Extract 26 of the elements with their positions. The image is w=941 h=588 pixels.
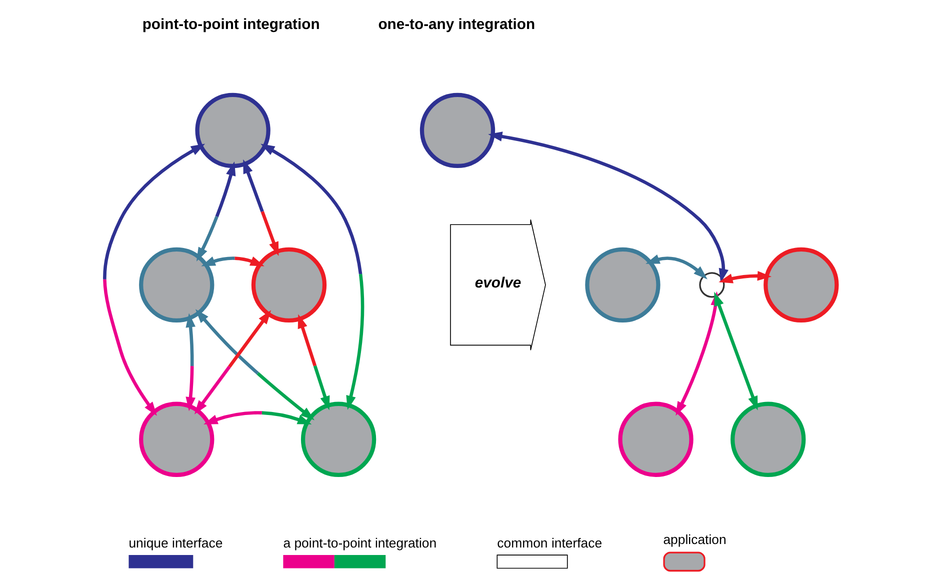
- node-circle: [730, 402, 806, 477]
- arrow: [196, 161, 236, 262]
- node-circle: [699, 272, 725, 298]
- label: point-to-point integration: [142, 17, 320, 34]
- arrow: [488, 132, 728, 283]
- legend-label: application: [663, 532, 726, 548]
- arrow: [714, 292, 758, 410]
- arrow: [195, 309, 314, 420]
- legend-label: common interface: [497, 535, 602, 550]
- arrow: [260, 144, 364, 410]
- arrow: [646, 254, 708, 280]
- arrow: [201, 256, 264, 266]
- arrow: [194, 310, 272, 414]
- node-circle: [251, 247, 327, 322]
- arrow: [718, 270, 772, 284]
- arrow: [204, 411, 312, 424]
- arrow: [186, 313, 196, 412]
- legend-label: a point-to-point integration: [283, 535, 437, 550]
- arrow: [103, 144, 206, 416]
- label: one-to-any integration: [378, 17, 536, 34]
- arrow: [298, 314, 330, 410]
- legend-label: unique interface: [128, 535, 223, 550]
- node-circle: [195, 92, 270, 168]
- node-circle: [764, 247, 839, 322]
- arrow: [243, 159, 279, 256]
- node-circle: [420, 92, 496, 168]
